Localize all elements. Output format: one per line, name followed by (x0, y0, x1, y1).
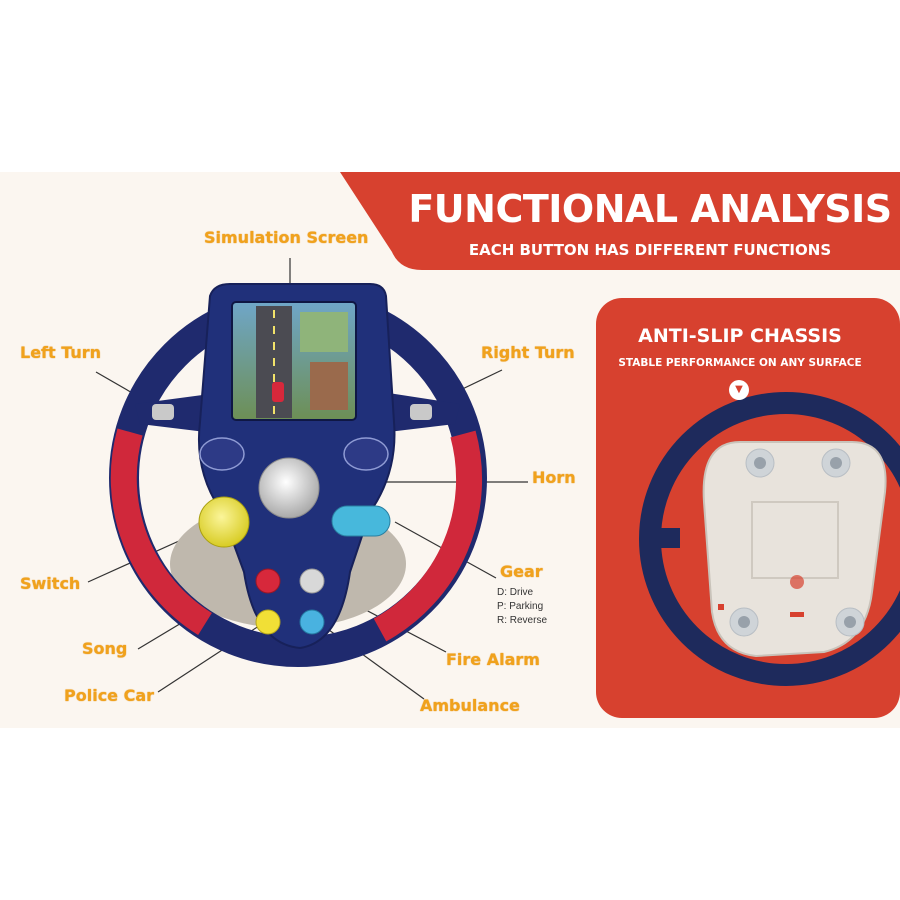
infographic-artwork (87, 172, 900, 718)
label-song: Song (82, 639, 128, 658)
banner-title: FUNCTIONAL ANALYSIS (408, 187, 892, 231)
label-simulation-screen: Simulation Screen (204, 228, 369, 247)
gear-option-parking: P: Parking (497, 601, 544, 612)
chevron-down-icon: ▼ (729, 380, 749, 400)
label-fire-alarm: Fire Alarm (446, 650, 540, 669)
banner-subtitle: EACH BUTTON HAS DIFFERENT FUNCTIONS (468, 241, 832, 259)
chassis-wheel-image (639, 392, 900, 686)
label-switch: Switch (20, 574, 81, 593)
label-gear: Gear (500, 562, 543, 581)
product-infographic: FUNCTIONAL ANALYSIS EACH BUTTON HAS DIFF… (0, 172, 900, 728)
banner-shape (340, 172, 900, 270)
steering-wheel-image (109, 283, 487, 667)
gear-option-drive: D: Drive (497, 587, 534, 598)
chassis-panel-title: ANTI-SLIP CHASSIS (638, 325, 842, 347)
label-left-turn: Left Turn (20, 343, 102, 362)
gear-option-reverse: R: Reverse (497, 615, 548, 626)
label-right-turn: Right Turn (481, 343, 575, 362)
label-horn: Horn (532, 468, 576, 487)
label-police-car: Police Car (64, 686, 155, 705)
label-ambulance: Ambulance (420, 696, 520, 715)
chassis-panel-subtitle: STABLE PERFORMANCE ON ANY SURFACE (618, 357, 862, 369)
